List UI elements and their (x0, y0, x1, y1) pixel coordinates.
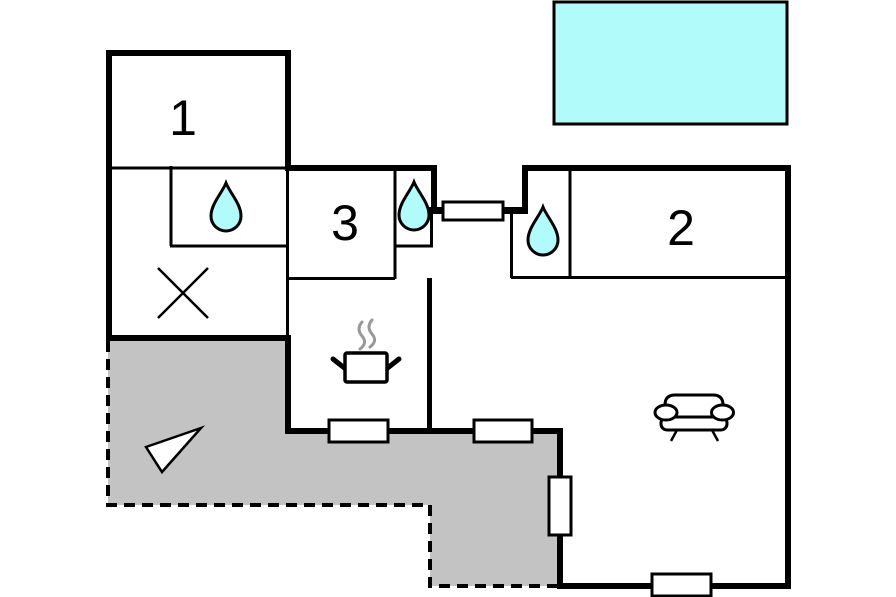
entrance-arrow-icon (144, 425, 206, 475)
room-2-label: 2 (667, 200, 695, 256)
terrace (108, 341, 560, 586)
water-drop-icon (397, 180, 431, 232)
window-living-bottom (650, 572, 713, 597)
exterior-wall-room1 (106, 50, 291, 341)
door-passage (441, 200, 505, 222)
sofa-icon (653, 393, 735, 442)
stove-icon (330, 318, 402, 384)
steam-line (367, 318, 377, 349)
water-drop-icon (526, 205, 560, 257)
x-marker-icon (157, 267, 209, 319)
sofa-armrest-left (653, 403, 679, 422)
plan-strokes (106, 0, 791, 597)
window-kitchen (327, 418, 390, 444)
steam-line (357, 320, 367, 351)
sofa-legs (669, 429, 720, 442)
window-living-west (547, 475, 573, 537)
sofa-seat (659, 415, 729, 432)
pool (552, 0, 789, 126)
water-drop-icon (209, 181, 243, 233)
sofa-back (663, 393, 725, 418)
room-1-label: 1 (169, 90, 197, 146)
terrace-dashed-border (106, 341, 557, 588)
pot-body (343, 351, 389, 384)
exterior-wall-room3 (285, 165, 437, 214)
sofa-armrest-right (710, 403, 735, 422)
window-living-south (472, 418, 534, 444)
room-3-label: 3 (331, 195, 359, 251)
